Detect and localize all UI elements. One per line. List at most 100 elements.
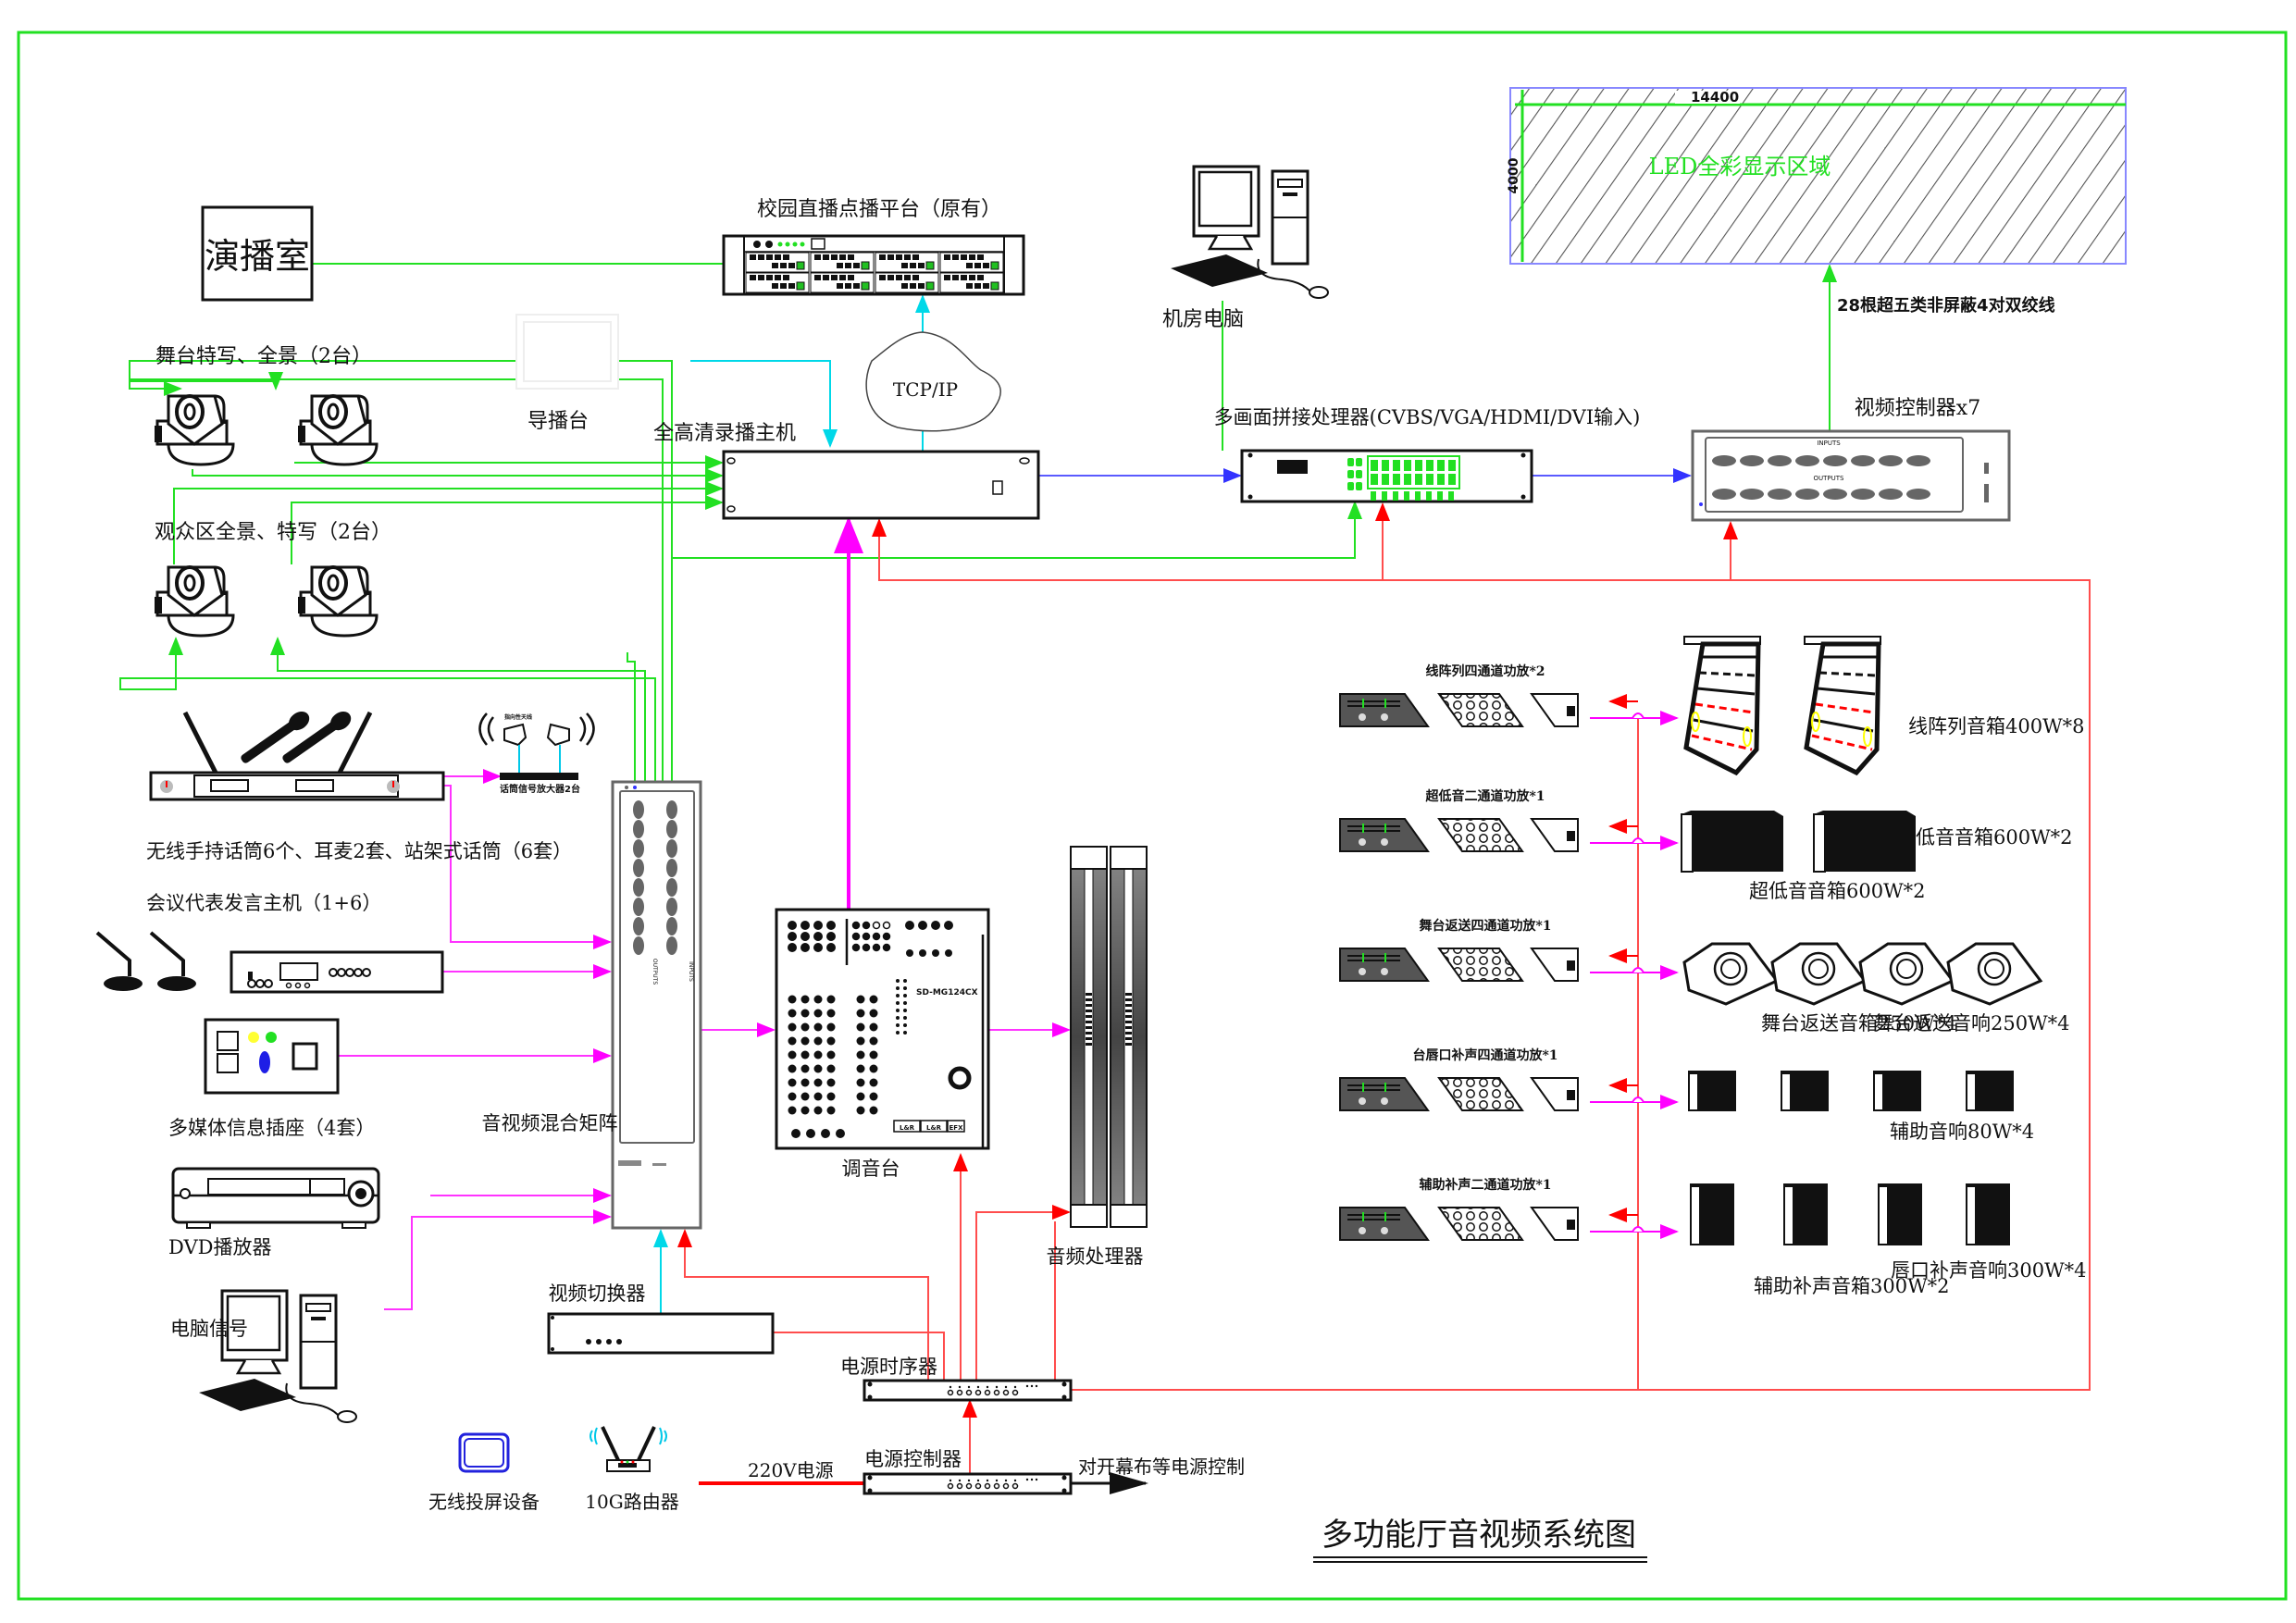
fill-speaker-icon [1783,1183,1828,1245]
av-matrix-node[interactable]: OUTPUTS INPUTS 音视频混合矩阵 [482,780,702,1230]
power-controller-label: 电源控制器 [864,1448,962,1470]
pc-signal-label: 电脑信号 [170,1318,248,1340]
led-height-dimension: 4000 [1507,157,1521,193]
wire-matrix-multiview2 [671,501,1362,782]
multiview-port [1356,470,1362,478]
ptz-camera-icon [155,565,235,638]
matrix-port [633,859,644,877]
audio-processor-label: 音频处理器 [1047,1245,1144,1268]
fill-speaker-icon [1690,1183,1734,1245]
line-array-speaker-icon [1804,636,1881,776]
controller-port [1740,489,1764,500]
multiview-port [1356,458,1362,466]
matrix-port [666,917,677,935]
video-switcher-node[interactable]: 视频切换器 [547,1282,775,1355]
wire-seq-switcher [773,1332,945,1380]
wire-cam2-host [192,468,724,483]
amplifier-label: 超低音二通道功放*1 [1424,788,1545,804]
speaker-label: 线阵列音箱400W*8 [1908,715,2085,737]
campus-platform-label: 校园直播点播平台（原有） [757,198,1001,221]
controller-inputs-label: INPUTS [1817,440,1841,447]
matrix-inputs-label: INPUTS [688,961,694,982]
line-array-speaker-icon [1683,636,1761,776]
mic-amplifier-label: 话筒信号放大器2台 [500,783,580,795]
multiview-processor-node[interactable]: 多画面拼接处理器(CVBS/VGA/HDMI/DVI输入) [1214,406,1641,503]
amp-grille-icon [1437,818,1524,852]
matrix-port [666,800,677,819]
director-console-node[interactable]: 导播台 [515,314,619,433]
speaker-label: 唇口补声音响300W*4 [1891,1259,2087,1282]
amplifier-node[interactable]: 超低音二通道功放*1 [1339,788,1679,852]
power-controller-node[interactable]: 电源控制器 220V电源 对开幕布等电源控制 [748,1448,1245,1495]
aux-speaker-icon [1873,1071,1921,1111]
dvd-player-node[interactable]: DVD播放器 [168,1167,380,1258]
wireless-mic-label: 无线手持话筒6个、耳麦2套、站架式话筒（6套） [146,840,572,862]
controller-port [1823,489,1847,500]
audio-processor-rack-icon [1110,846,1148,1228]
controller-port [1879,455,1903,466]
stage-cameras-label: 舞台特写、全景（2台） [155,345,372,368]
ptz-camera-icon [298,394,379,466]
campus-platform-node[interactable]: 校园直播点播平台（原有） [722,198,1025,296]
wire-matrix-cam2 [129,372,664,782]
led-screen-node[interactable]: 14400 4000 LED全彩显示区域 28根超五类非屏蔽4对双绞线 [1507,87,2127,316]
wire-matrix-cam3 [119,637,656,782]
wire-seq-matrix [677,1229,929,1380]
wires [119,263,2091,1494]
amplifier-node[interactable]: 舞台返送四通道功放*1 [1339,918,1679,982]
power-input-label: 220V电源 [748,1459,834,1481]
video-controller-node[interactable]: 视频控制器x7 INPUTS OUTPUTS [1691,397,2011,522]
conference-host-node[interactable]: 会议代表发言主机（1+6） [95,892,444,994]
stage-monitor-icon [1858,942,1955,1006]
controller-port [1795,489,1819,500]
wire-pc-matrix [384,1209,612,1310]
audio-processor-node[interactable]: 音频处理器 [1047,846,1148,1268]
controller-port [1795,455,1819,466]
controller-port [1851,489,1875,500]
multiview-port [1347,470,1354,478]
multimedia-socket-node[interactable]: 多媒体信息插座（4套） [168,1018,375,1139]
amplifier-node[interactable]: 线阵列四通道功放*2 [1339,663,1679,727]
mixer-button-lr2[interactable]: L&R [926,1124,942,1132]
mixer-button-lr1[interactable]: L&R [900,1124,915,1132]
led-area-label: LED全彩显示区域 [1649,154,1831,180]
wireless-mic-node[interactable]: 无线手持话筒6个、耳麦2套、站架式话筒（6套） [146,708,572,862]
dvd-player-label: DVD播放器 [168,1236,271,1258]
server-pc-node[interactable] [1171,165,1329,299]
wireless-cast-node[interactable]: 无线投屏设备 [428,1432,540,1513]
multiview-processor-label: 多画面拼接处理器(CVBS/VGA/HDMI/DVI输入) [1214,406,1641,428]
pc-signal-node[interactable] [199,1289,357,1423]
led-width-dimension: 14400 [1691,89,1739,105]
amplifier-label: 舞台返送四通道功放*1 [1419,918,1551,934]
subwoofer-icon [1813,811,1916,873]
matrix-port [633,800,644,819]
speaker-label: 超低音音箱600W*2 [1749,880,1926,902]
wire-power-host [872,518,2091,1391]
controller-port [1906,489,1930,500]
mixer-node[interactable]: SD-MG124CX L&R L&R EFX 调音台 [775,908,990,1180]
amp-grille-icon [1437,948,1524,982]
multimedia-socket-label: 多媒体信息插座（4套） [168,1117,375,1139]
recording-host-node[interactable]: 全高清录播主机 [653,422,1040,520]
mixer-button-efx[interactable]: EFX [949,1124,964,1132]
aux-speaker-icon [1688,1071,1736,1111]
studio-node[interactable]: 演播室 [201,205,314,302]
video-controller-label: 视频控制器x7 [1855,397,1980,420]
matrix-port [666,839,677,858]
amplifier-label: 辅助补声二通道功放*1 [1419,1177,1551,1193]
mixer-label: 调音台 [842,1158,900,1180]
stage-monitor-icon [1946,942,2043,1006]
wire-matrix-cam4 [270,637,646,782]
mic-amplifier-node[interactable]: 指向性天线 话筒信号放大器2台 [478,712,595,795]
power-sequencer-node[interactable]: 电源时序器 [840,1356,1073,1402]
matrix-port [633,878,644,897]
stage-cameras-group: 舞台特写、全景（2台） [155,345,372,368]
router-node[interactable]: 10G路由器 [585,1426,679,1513]
amplifier-node[interactable]: 台唇口补声四通道功放*1 [1339,1047,1679,1111]
matrix-port [633,839,644,858]
amp-grille-icon [1437,693,1524,727]
amp-panel-icon [1530,818,1579,852]
amplifier-node[interactable]: 辅助补声二通道功放*1 [1339,1177,1679,1241]
multiview-port [1347,458,1354,466]
diagram-frame [17,31,2288,1601]
